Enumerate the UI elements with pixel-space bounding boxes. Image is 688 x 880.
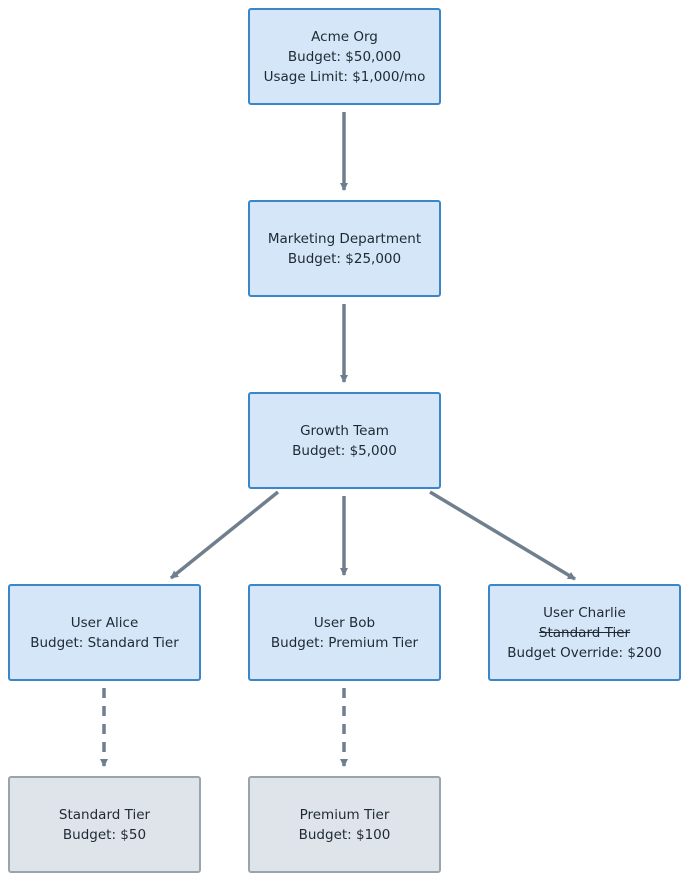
node-title: Premium Tier <box>299 806 390 823</box>
node-budget: Budget: $5,000 <box>292 442 397 459</box>
node-budget: Budget: $25,000 <box>287 250 402 267</box>
node-standard-tier: Standard Tier Budget: $50 <box>8 776 201 873</box>
node-premium-tier: Premium Tier Budget: $100 <box>248 776 441 873</box>
node-title: Acme Org <box>311 28 378 45</box>
node-budget: Budget: Standard Tier <box>30 634 179 651</box>
edge-growth-to-charlie <box>429 490 576 581</box>
node-budget-override: Budget Override: $200 <box>507 644 662 661</box>
node-acme-org: Acme Org Budget: $50,000 Usage Limit: $1… <box>248 8 441 105</box>
node-usage-limit: Usage Limit: $1,000/mo <box>263 68 426 85</box>
node-title: Growth Team <box>300 422 389 439</box>
node-growth-team: Growth Team Budget: $5,000 <box>248 392 441 489</box>
node-budget: Budget: Premium Tier <box>270 634 419 651</box>
node-title: User Alice <box>70 614 139 631</box>
node-user-bob: User Bob Budget: Premium Tier <box>248 584 441 681</box>
edge-growth-to-alice <box>169 490 280 580</box>
node-budget: Budget: $100 <box>298 826 391 843</box>
node-title: User Charlie <box>543 604 626 621</box>
node-struck-tier: Standard Tier <box>538 624 631 641</box>
node-budget: Budget: $50,000 <box>287 48 402 65</box>
node-user-alice: User Alice Budget: Standard Tier <box>8 584 201 681</box>
node-title: Marketing Department <box>267 230 422 247</box>
node-title: User Bob <box>313 614 376 631</box>
node-user-charlie: User Charlie Standard Tier Budget Overri… <box>488 584 681 681</box>
node-marketing-department: Marketing Department Budget: $25,000 <box>248 200 441 297</box>
node-title: Standard Tier <box>58 806 151 823</box>
node-budget: Budget: $50 <box>62 826 147 843</box>
